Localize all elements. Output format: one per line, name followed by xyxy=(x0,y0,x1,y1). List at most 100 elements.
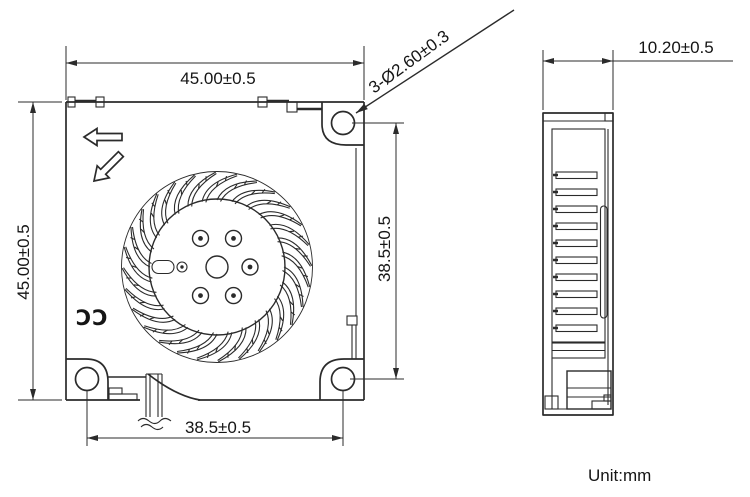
rivet xyxy=(224,286,243,305)
logo-text: CC xyxy=(75,306,108,330)
dim-hole-pitch-horizontal: 38.5±0.5 xyxy=(86,390,344,446)
housing-top-notches xyxy=(67,96,322,113)
impeller-blade xyxy=(245,199,291,210)
impeller-blade xyxy=(257,308,273,353)
lug-bottom-right xyxy=(319,358,364,400)
dim-text-pitch-vertical: 38.5±0.5 xyxy=(375,216,394,282)
callout-text-holes: 3-Ø2.60±0.3 xyxy=(365,26,453,97)
rivet-dot xyxy=(198,293,203,298)
impeller-blade xyxy=(121,267,157,297)
latch-tab xyxy=(346,315,358,326)
lug-bottom-left xyxy=(66,358,109,400)
dim-front-height: 45.00±0.5 xyxy=(14,101,62,401)
motor-box xyxy=(566,370,612,410)
dim-text-side-thickness: 10.20±0.5 xyxy=(638,38,714,57)
impeller-blade xyxy=(149,193,160,239)
right-side-details xyxy=(346,148,358,359)
side-bottom-details xyxy=(544,358,612,410)
impeller-blade xyxy=(282,266,304,308)
mounting-hole-top-right xyxy=(330,110,356,136)
dim-lines xyxy=(65,46,365,100)
dim-lines xyxy=(350,122,404,380)
housing-outline xyxy=(65,101,365,401)
bottom-step-small xyxy=(603,394,612,402)
dim-side-thickness: 10.20±0.5 xyxy=(542,38,733,110)
impeller-outer-edge xyxy=(121,171,313,363)
impeller-blade xyxy=(176,332,218,354)
impeller-blade xyxy=(131,307,176,323)
mounting-hole-bottom-left xyxy=(74,366,100,392)
impeller-blade xyxy=(196,331,233,361)
small-pin-dot xyxy=(180,265,184,269)
impeller-blade xyxy=(138,208,155,253)
impeller-blade xyxy=(274,295,285,341)
dim-text-front-width: 45.00±0.5 xyxy=(180,69,256,88)
step-detail xyxy=(108,387,123,395)
latch-lines xyxy=(351,325,357,359)
rivet-dot xyxy=(231,293,236,298)
hub-center-hole xyxy=(205,255,229,279)
impeller-blade xyxy=(279,281,296,326)
callout-mounting-holes: 3-Ø2.60±0.3 xyxy=(355,9,515,114)
rivet xyxy=(191,229,210,248)
small-pin-hole xyxy=(176,261,188,273)
leader-arrowhead xyxy=(356,103,368,113)
impeller-blade xyxy=(161,181,177,226)
hub-slot xyxy=(151,259,175,275)
rivet-dot xyxy=(247,264,253,270)
impeller-blade xyxy=(217,327,247,363)
vent-slat xyxy=(555,324,598,333)
impeller-blade xyxy=(130,226,152,268)
rivet-dot xyxy=(231,236,236,241)
dim-lines xyxy=(542,50,733,110)
impeller-blade xyxy=(258,211,303,227)
front-view: CC xyxy=(65,96,365,431)
lug-top-right xyxy=(321,102,364,146)
impeller-blade xyxy=(158,329,203,346)
vent-slat xyxy=(555,307,598,316)
dim-arrowhead xyxy=(602,58,613,64)
dim-arrowhead xyxy=(30,102,36,113)
impeller-hub-circle xyxy=(148,198,286,336)
side-inlet-frame xyxy=(551,128,606,343)
dim-lines xyxy=(18,101,62,401)
vent-slat xyxy=(555,188,598,197)
hub-rivets xyxy=(151,229,259,305)
impeller-blade xyxy=(187,171,217,207)
impeller-blade xyxy=(269,223,310,246)
vent-slat xyxy=(555,256,598,265)
vent-slat xyxy=(555,290,598,299)
impeller-blade xyxy=(201,173,238,203)
lead-wires xyxy=(145,373,163,417)
dim-arrowhead xyxy=(66,60,77,66)
impeller xyxy=(121,171,313,363)
rivet xyxy=(191,286,210,305)
airflow-arrow-icon xyxy=(83,127,123,147)
rivet xyxy=(241,258,259,276)
dim-hole-pitch-vertical: 38.5±0.5 xyxy=(350,122,404,380)
rotation-arrow-icon xyxy=(87,147,128,188)
vent-slat xyxy=(555,171,598,180)
outlet-curve xyxy=(147,373,201,401)
rivet-dot xyxy=(198,236,203,241)
mounting-lugs xyxy=(66,102,364,400)
dim-arrowhead xyxy=(393,123,399,134)
wire-break-waves xyxy=(137,417,172,431)
vent-slat xyxy=(555,239,598,248)
vent-slat xyxy=(555,205,598,214)
impeller-blade xyxy=(124,288,165,311)
notch-block xyxy=(286,101,298,113)
notch-block xyxy=(95,96,105,108)
vent-slat xyxy=(555,273,598,282)
side-view xyxy=(542,112,614,416)
dim-arrowhead xyxy=(332,435,343,441)
dim-text-pitch-horizontal: 38.5±0.5 xyxy=(185,418,251,437)
direction-arrows xyxy=(83,127,128,188)
step-detail xyxy=(108,393,138,401)
unit-label: Unit:mm xyxy=(588,466,651,485)
bottom-step xyxy=(591,400,612,410)
impeller-blades xyxy=(121,171,313,363)
impeller-blade xyxy=(173,174,196,215)
